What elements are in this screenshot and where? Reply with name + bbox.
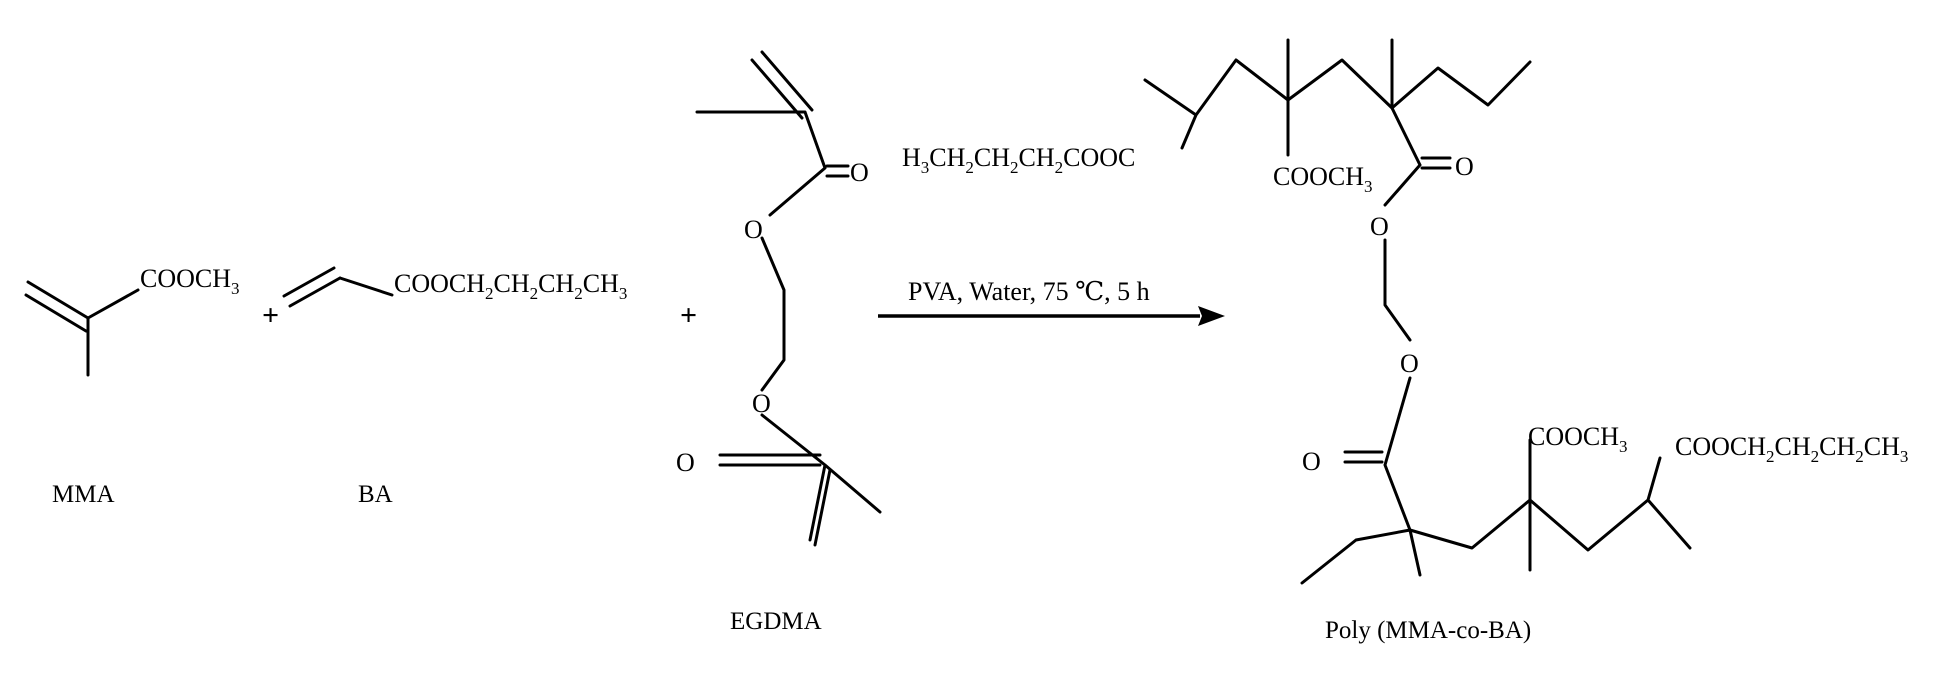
egdma-label: EGDMA — [730, 608, 822, 635]
reaction-arrow: PVA, Water, 75 ℃, 5 h — [878, 277, 1225, 326]
ba-bonds — [282, 266, 394, 308]
product-carbonyl-oxygen-right: O — [1455, 152, 1474, 181]
arrow-head — [1198, 306, 1225, 326]
egdma-bonds — [695, 50, 882, 547]
mma-label: MMA — [52, 481, 115, 508]
ba-label: BA — [358, 481, 393, 508]
product-butyl-ester-top: H3CH2CH2CH2COOC — [902, 143, 1135, 177]
plus-sign-2: + — [680, 299, 697, 332]
ba-ester-group: COOCH2CH2CH2CH3 — [394, 269, 627, 303]
egdma-ester-oxygen-bottom: O — [752, 389, 771, 418]
reaction-conditions: PVA, Water, 75 ℃, 5 h — [908, 277, 1150, 306]
product-ester-oxygen-top: O — [1370, 212, 1389, 241]
product-methyl-ester-top: COOCH3 — [1273, 162, 1373, 196]
mma-ester-group: COOCH3 — [140, 264, 240, 298]
egdma-structure: O O O O EGDMA — [676, 50, 882, 635]
product-label: Poly (MMA-co-BA) — [1325, 617, 1531, 644]
product-carbonyl-oxygen-left: O — [1302, 447, 1321, 476]
egdma-ester-oxygen-top: O — [744, 215, 763, 244]
plus-sign-1: + — [262, 299, 279, 332]
product-bonds — [1143, 38, 1692, 585]
mma-structure: COOCH3 MMA — [24, 264, 240, 508]
egdma-carbonyl-oxygen-top: O — [850, 158, 869, 187]
product-ester-oxygen-bottom: O — [1400, 349, 1419, 378]
mma-bonds — [24, 280, 140, 377]
ba-structure: COOCH2CH2CH2CH3 BA — [282, 266, 627, 508]
product-methyl-ester-bottom: COOCH3 — [1528, 422, 1628, 456]
egdma-carbonyl-oxygen-bottom: O — [676, 448, 695, 477]
product-structure: H3CH2CH2CH2COOC COOCH3 O O O O COOCH3 CO… — [902, 38, 1908, 644]
product-butyl-ester-bottom: COOCH2CH2CH2CH3 — [1675, 432, 1908, 466]
